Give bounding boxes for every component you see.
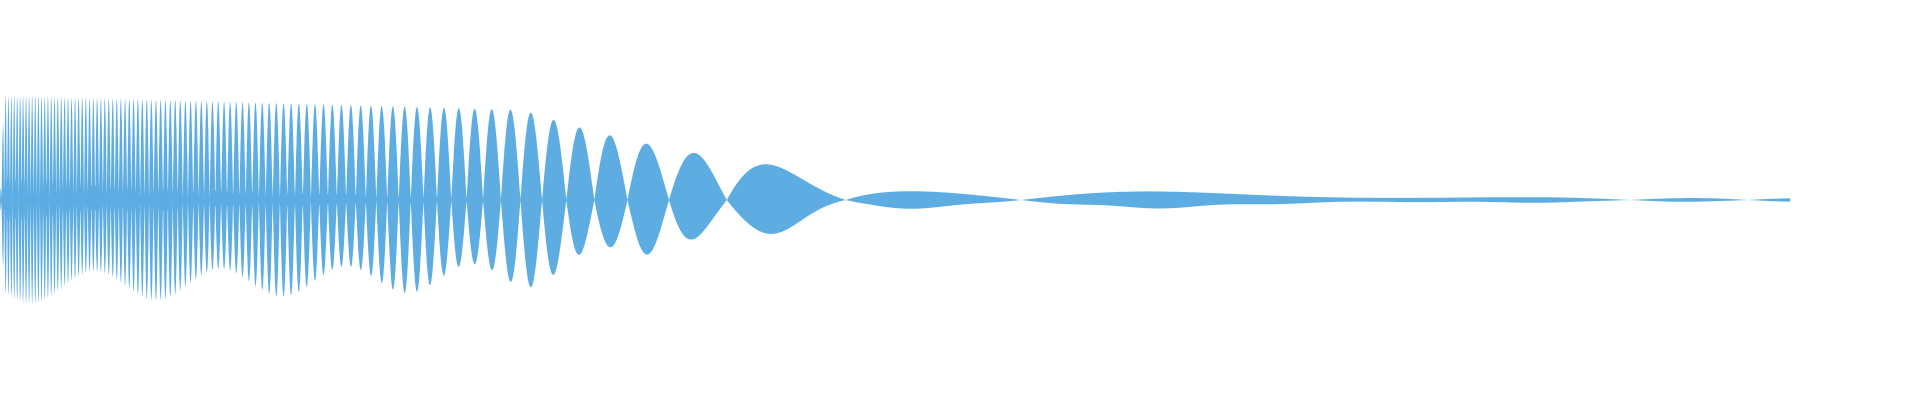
waveform-shape <box>0 95 1790 304</box>
